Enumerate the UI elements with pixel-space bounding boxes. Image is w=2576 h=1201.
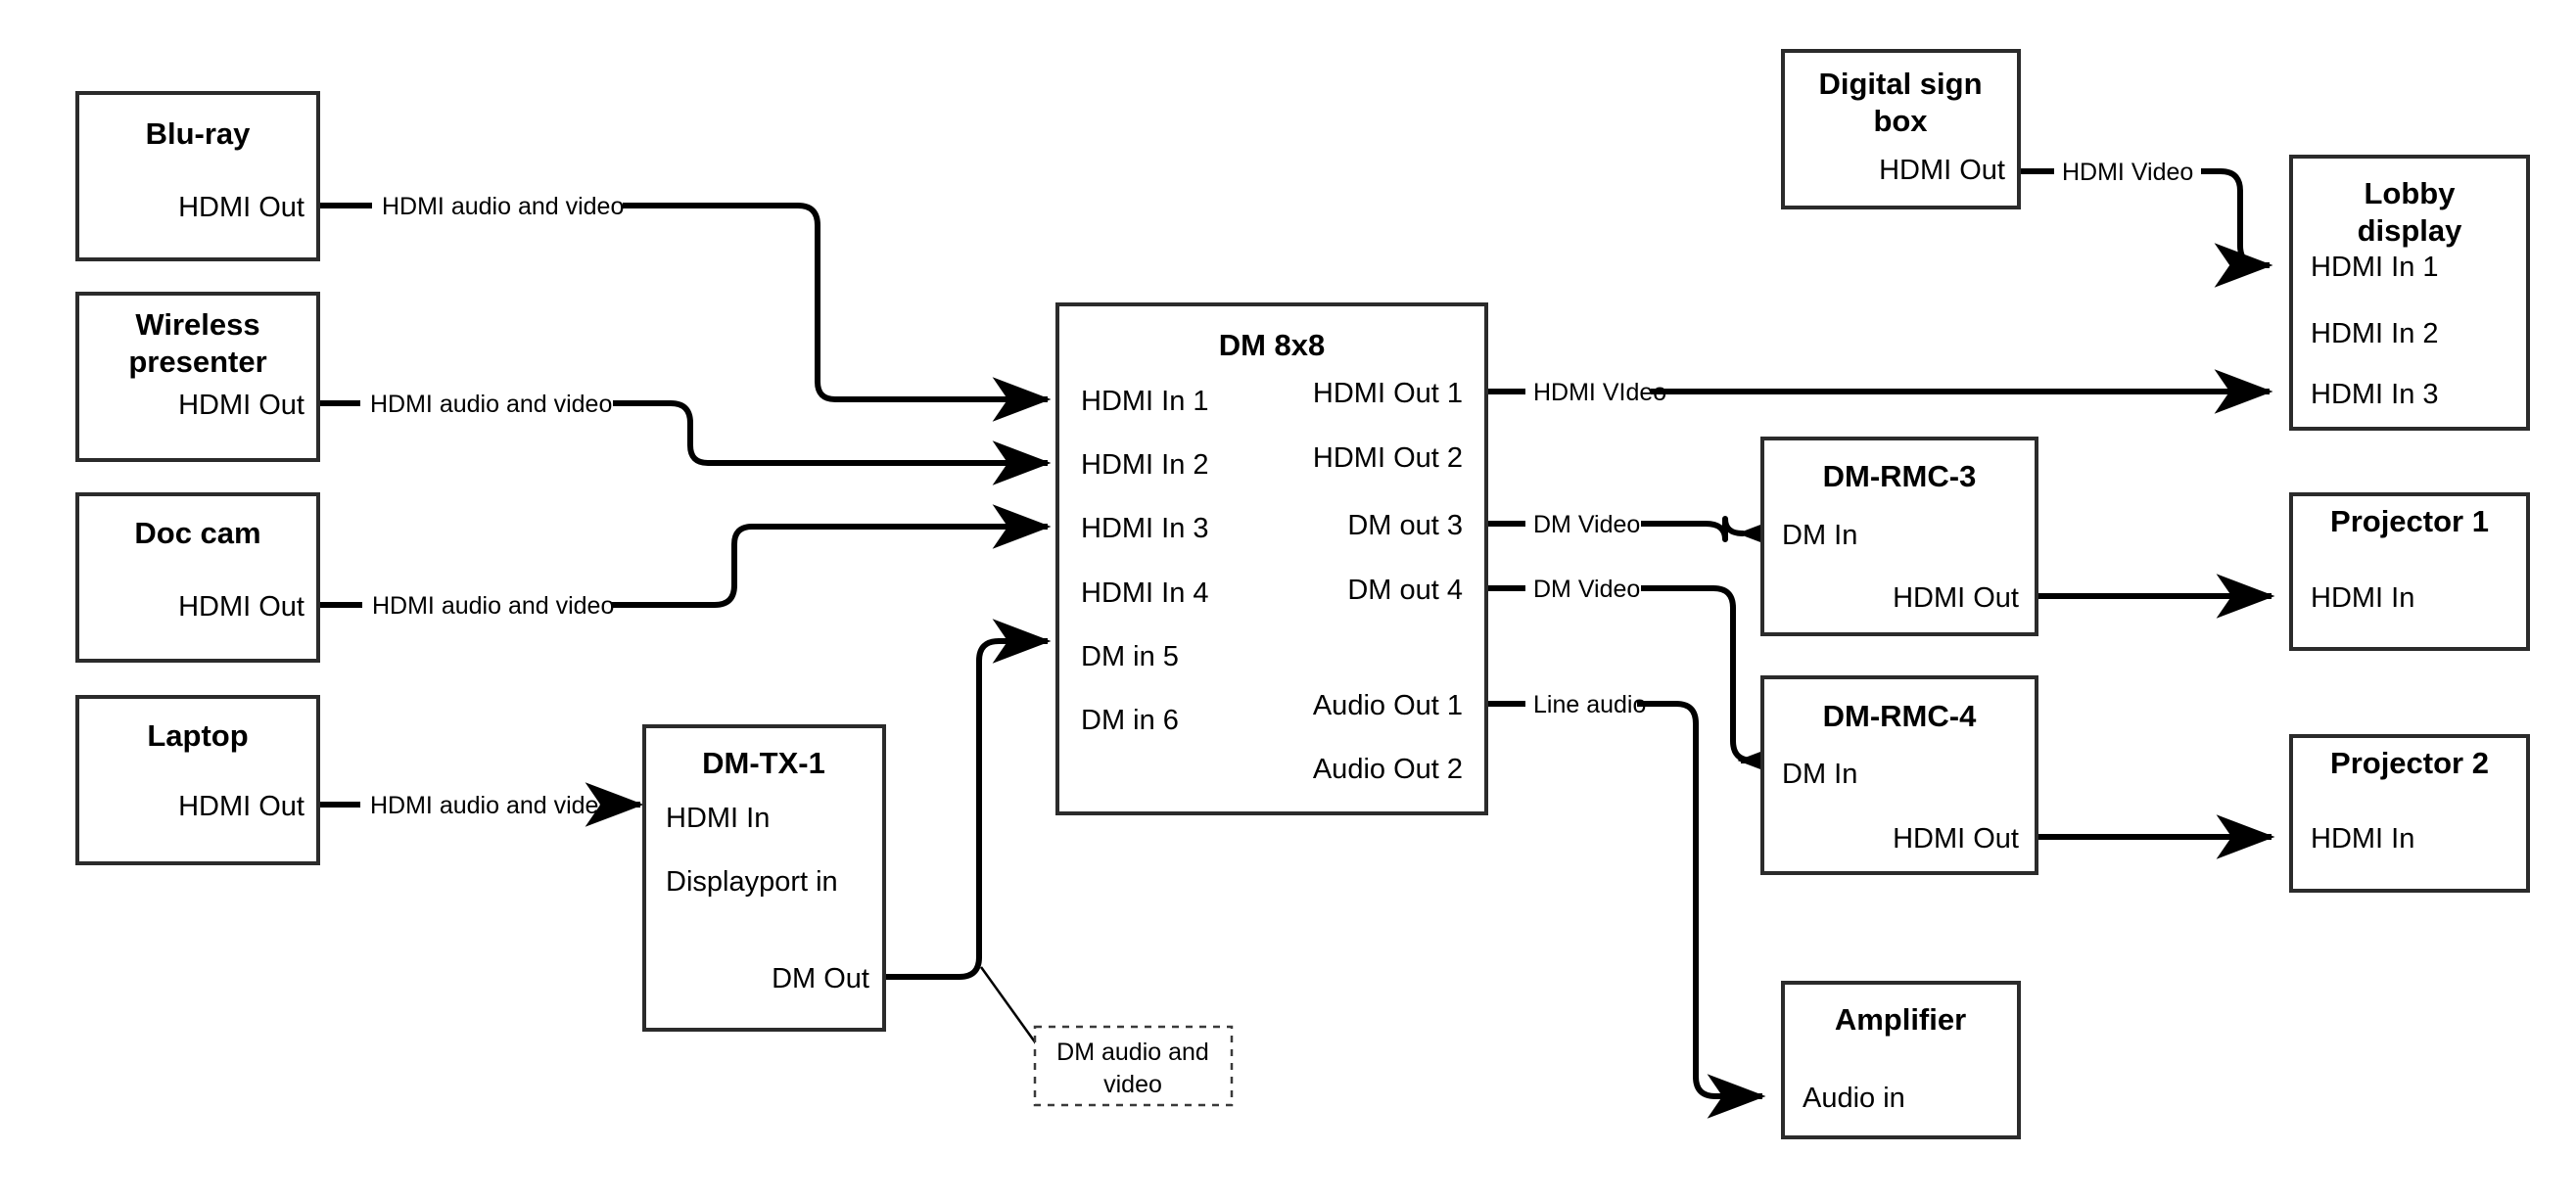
node-amplifier-port-audio-in: Audio in <box>1803 1083 1905 1114</box>
node-dm-rmc-3-title: DM-RMC-3 <box>1823 459 1977 493</box>
node-projector-1[interactable]: Projector 1 HDMI In <box>2289 492 2530 651</box>
wire-sign-to-lobby-in1 <box>2201 168 2273 288</box>
node-wireless-presenter[interactable]: Wireless presenter HDMI Out <box>75 292 320 462</box>
node-dm-rmc-3-box[interactable] <box>1760 437 2038 636</box>
node-doc-cam-port-hdmi-out: HDMI Out <box>178 591 304 623</box>
node-lobby-display-port-hdmi-in-2: HDMI In 2 <box>2311 318 2439 349</box>
node-doc-cam[interactable]: Doc cam HDMI Out <box>75 492 320 663</box>
wire-wireless-to-dm-in2 <box>613 400 1052 485</box>
edge-label-wireless-to-dm-in2: HDMI audio and video <box>370 391 612 418</box>
node-lobby-display-title-line2: display <box>2358 213 2463 248</box>
wire-dmout3-to-rmc3 <box>1641 511 1797 556</box>
edge-label-audioout1-to-amp: Line audio <box>1533 691 1646 718</box>
node-blu-ray-port-hdmi-out: HDMI Out <box>178 192 304 223</box>
node-dm-rmc-4[interactable]: DM-RMC-4 DM In HDMI Out <box>1760 675 2038 875</box>
node-dm-8x8-input-dm-in-5: DM in 5 <box>1081 641 1179 672</box>
node-dm-8x8-input-dm-in-6: DM in 6 <box>1081 705 1179 736</box>
wire-doccam-to-dm-in3 <box>612 504 1052 608</box>
node-dm-8x8-output-audio-out-1: Audio Out 1 <box>1313 690 1463 721</box>
node-dm-rmc-4-box[interactable] <box>1760 675 2038 875</box>
node-digital-sign-box-title-line1: Digital sign <box>1818 67 1982 101</box>
node-lobby-display-port-hdmi-in-1: HDMI In 1 <box>2311 252 2439 283</box>
node-wireless-presenter-title-line2: presenter <box>128 345 266 379</box>
node-lobby-display[interactable]: Lobby display HDMI In 1 HDMI In 2 HDMI I… <box>2289 155 2530 431</box>
node-dm-8x8-output-audio-out-2: Audio Out 2 <box>1313 754 1463 785</box>
node-lobby-display-box[interactable] <box>2289 155 2530 431</box>
edge-label-dmout3-to-rmc3: DM Video <box>1533 511 1640 538</box>
node-doc-cam-title: Doc cam <box>134 516 260 550</box>
edge-label-laptop-to-tx: HDMI audio and video <box>370 792 612 819</box>
node-dm-tx-1[interactable]: DM-TX-1 HDMI In Displayport in DM Out <box>642 724 886 1032</box>
node-dm-8x8-title: DM 8x8 <box>1219 328 1326 362</box>
edge-label-dmout1-to-lobby-in3: HDMI VIdeo <box>1533 379 1666 406</box>
node-dm-rmc-3[interactable]: DM-RMC-3 DM In HDMI Out <box>1760 437 2038 636</box>
node-blu-ray-box[interactable] <box>75 91 320 261</box>
node-dm-8x8-output-hdmi-out-2: HDMI Out 2 <box>1313 442 1463 474</box>
node-dm-tx-1-port-hdmi-in: HDMI In <box>666 803 770 834</box>
node-dm-rmc-4-title: DM-RMC-4 <box>1823 699 1977 733</box>
node-blu-ray-title: Blu-ray <box>146 116 252 151</box>
node-laptop-port-hdmi-out: HDMI Out <box>178 791 304 822</box>
node-wireless-presenter-title-line1: Wireless <box>135 307 259 342</box>
node-projector-1-box[interactable] <box>2289 492 2530 651</box>
node-projector-2[interactable]: Projector 2 HDMI In <box>2289 734 2530 893</box>
node-dm-tx-1-box[interactable] <box>642 724 886 1032</box>
node-laptop-box[interactable] <box>75 695 320 865</box>
node-lobby-display-port-hdmi-in-3: HDMI In 3 <box>2311 379 2439 410</box>
node-wireless-presenter-box[interactable] <box>75 292 320 462</box>
leader-dm-audio-video-note <box>979 966 1043 1051</box>
node-dm-8x8-output-dm-out-3: DM out 3 <box>1347 510 1463 541</box>
wire-dmout4-to-rmc4 <box>1641 585 1797 783</box>
node-digital-sign-box-box[interactable] <box>1781 49 2021 209</box>
node-amplifier[interactable]: Amplifier Audio in <box>1781 981 2021 1139</box>
edge-label-bluray-to-dm-in1: HDMI audio and video <box>382 193 624 220</box>
node-projector-2-title: Projector 2 <box>2330 746 2489 780</box>
note-dm-audio-video-box <box>1033 1025 1234 1107</box>
node-projector-1-title: Projector 1 <box>2330 504 2489 538</box>
note-dm-audio-video-line2: video <box>1103 1071 1162 1098</box>
node-laptop[interactable]: Laptop HDMI Out <box>75 695 320 865</box>
node-lobby-display-title-line1: Lobby <box>2365 176 2457 210</box>
node-dm-8x8-output-hdmi-out-1: HDMI Out 1 <box>1313 378 1463 409</box>
note-dm-audio-video: DM audio and video <box>1033 1025 1234 1107</box>
node-wireless-presenter-port-hdmi-out: HDMI Out <box>178 390 304 421</box>
node-projector-2-port-hdmi-in: HDMI In <box>2311 823 2414 855</box>
node-amplifier-box[interactable] <box>1781 981 2021 1139</box>
node-doc-cam-box[interactable] <box>75 492 320 663</box>
node-projector-1-port-hdmi-in: HDMI In <box>2311 582 2414 614</box>
node-digital-sign-box[interactable]: Digital sign box HDMI Out <box>1781 49 2021 209</box>
node-dm-8x8-box[interactable] <box>1055 302 1488 815</box>
edge-label-dmout4-to-rmc4: DM Video <box>1533 576 1640 603</box>
node-dm-rmc-3-port-hdmi-out: HDMI Out <box>1893 582 2019 614</box>
node-dm-8x8-output-dm-out-4: DM out 4 <box>1347 575 1463 606</box>
note-dm-audio-video-line1: DM audio and <box>1056 1039 1209 1066</box>
node-dm-8x8-input-hdmi-in-3: HDMI In 3 <box>1081 513 1209 544</box>
node-digital-sign-box-title-line2: box <box>1873 104 1928 138</box>
node-blu-ray[interactable]: Blu-ray HDMI Out <box>75 91 320 261</box>
node-amplifier-title: Amplifier <box>1835 1002 1966 1037</box>
node-dm-8x8-input-hdmi-in-2: HDMI In 2 <box>1081 449 1209 481</box>
node-dm-rmc-4-port-hdmi-out: HDMI Out <box>1893 823 2019 855</box>
node-dm-tx-1-port-displayport-in: Displayport in <box>666 866 838 898</box>
node-dm-tx-1-port-dm-out: DM Out <box>772 963 869 994</box>
node-dm-8x8-input-hdmi-in-4: HDMI In 4 <box>1081 577 1209 609</box>
node-dm-rmc-3-port-dm-in: DM In <box>1782 520 1857 551</box>
node-dm-8x8[interactable]: DM 8x8 HDMI In 1 HDMI In 2 HDMI In 3 HDM… <box>1055 302 1488 815</box>
edge-label-doccam-to-dm-in3: HDMI audio and video <box>372 592 614 620</box>
node-laptop-title: Laptop <box>147 718 248 753</box>
wire-bluray-to-dm-in1 <box>623 203 1052 422</box>
node-digital-sign-box-port-hdmi-out: HDMI Out <box>1879 155 2005 186</box>
node-projector-2-box[interactable] <box>2289 734 2530 893</box>
wire-tx-to-dm-in5 <box>884 619 1052 980</box>
wire-audioout1-to-amp <box>1637 701 1766 1119</box>
node-dm-tx-1-title: DM-TX-1 <box>702 746 825 780</box>
edge-label-sign-to-lobby-in1: HDMI Video <box>2062 159 2193 186</box>
node-dm-rmc-4-port-dm-in: DM In <box>1782 759 1857 790</box>
node-dm-8x8-input-hdmi-in-1: HDMI In 1 <box>1081 386 1209 417</box>
